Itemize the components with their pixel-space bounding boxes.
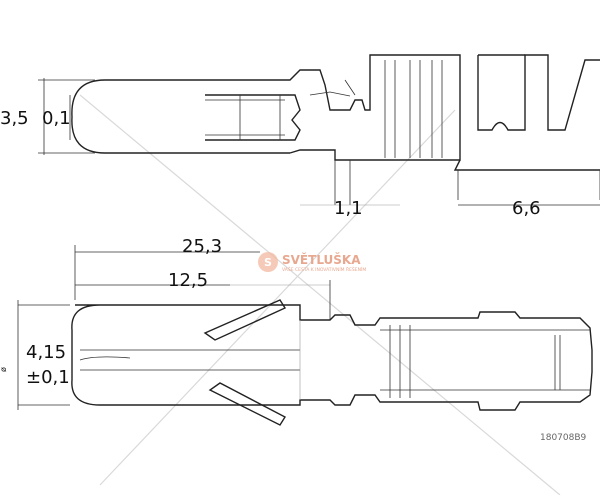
svg-text:S: S	[264, 256, 272, 269]
top-view	[38, 54, 600, 206]
watermark-tagline: VAŠE CESTA K INOVATIVNÍM ŘEŠENÍM	[282, 265, 366, 273]
width-dim: 1,1	[334, 198, 363, 219]
pin-length-dim: 12,5	[168, 270, 208, 291]
height-tol: 0,1	[42, 108, 71, 129]
side-view	[17, 245, 593, 426]
diameter-symbol: ø	[0, 367, 8, 372]
watermark-logo: S SVĚTLUŠKA VAŠE CESTA K INOVATIVNÍM ŘEŠ…	[258, 252, 366, 273]
length-dim: 6,6	[512, 198, 541, 219]
diameter-dim: 4,15	[26, 342, 66, 363]
lightbulb-icon	[258, 252, 278, 272]
diameter-tol: ±0,1	[26, 367, 70, 388]
watermark-lines	[79, 94, 561, 495]
watermark-brand: SVĚTLUŠKA	[282, 252, 361, 267]
part-code: 180708B9	[540, 433, 587, 443]
height-dim: 3,5	[0, 108, 29, 129]
total-length-dim: 25,3	[182, 236, 222, 257]
